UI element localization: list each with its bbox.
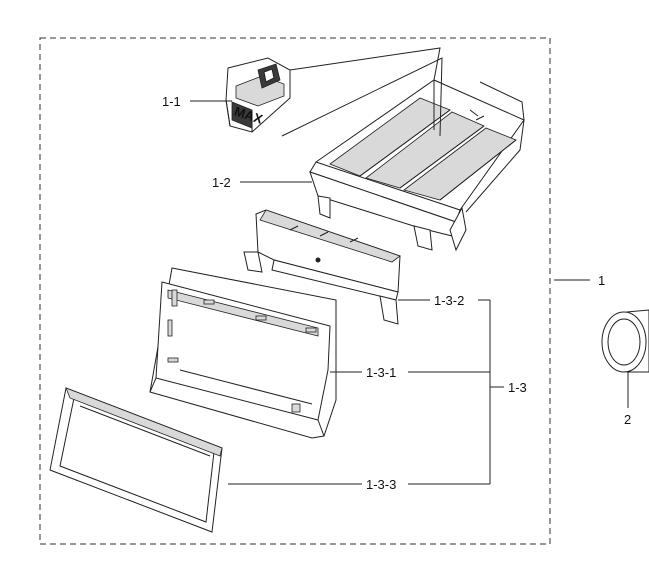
label-1-2: 1-2 [212, 175, 231, 190]
label-1-1: 1-1 [162, 94, 181, 109]
part-1-2-drawing [309, 79, 525, 252]
label-1-3: 1-3 [508, 380, 527, 395]
part-1-3-3-drawing [49, 387, 223, 533]
label-2: 2 [624, 412, 631, 427]
label-1-3-2: 1-3-2 [434, 293, 464, 308]
part-2-drawing [601, 309, 649, 373]
bracket-1-3 [408, 299, 491, 485]
part-1-1-drawing [225, 57, 291, 133]
part-1-3-2-drawing [243, 209, 401, 325]
leader-1-1-to-tray-upper [289, 47, 441, 81]
leader-1-1-to-tray-lower [281, 57, 443, 137]
label-1: 1 [598, 273, 605, 288]
label-1-3-1: 1-3-1 [366, 365, 396, 380]
label-1-3-3: 1-3-3 [366, 477, 396, 492]
part-1-3-1-drawing [149, 267, 337, 439]
assembly-boundary [39, 37, 551, 545]
